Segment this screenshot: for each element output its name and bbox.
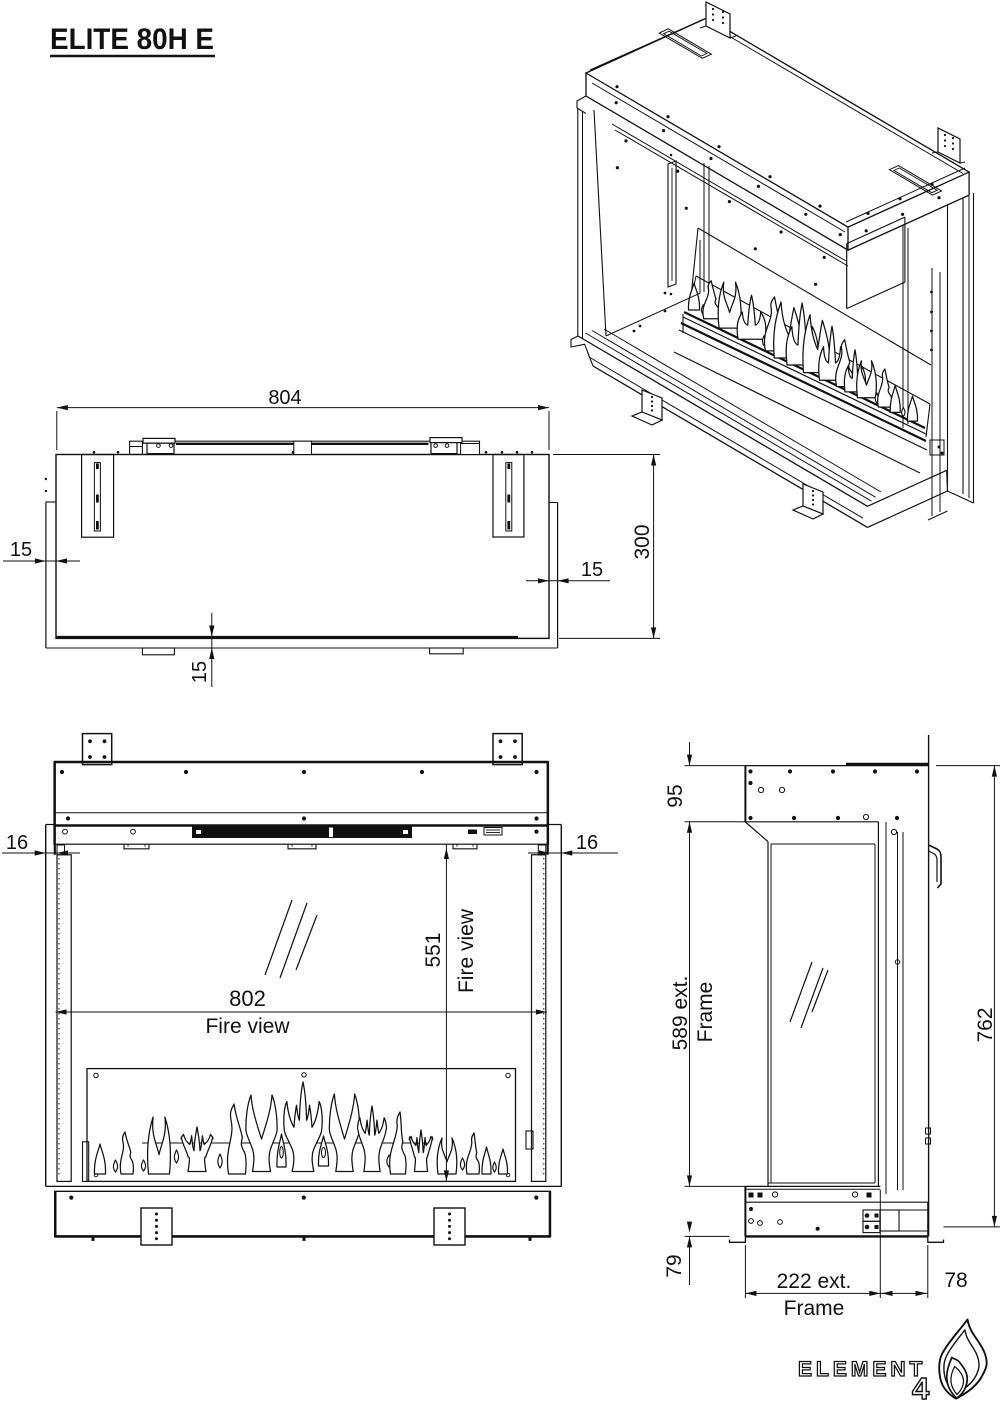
svg-text:589 ext.: 589 ext. [669,976,692,1051]
svg-text:551: 551 [422,932,445,967]
svg-text:15: 15 [189,661,211,683]
svg-text:15: 15 [581,559,603,581]
svg-text:300: 300 [631,524,654,559]
svg-text:16: 16 [6,832,28,854]
svg-text:78: 78 [944,1269,967,1292]
svg-text:ELEMENT: ELEMENT [798,1358,926,1381]
svg-text:Frame: Frame [784,1297,845,1320]
svg-text:Fire view: Fire view [205,1015,290,1038]
svg-text:Fire view: Fire view [455,908,478,993]
svg-text:Frame: Frame [694,982,717,1043]
svg-text:222 ext.: 222 ext. [777,1270,852,1293]
svg-text:762: 762 [974,1007,997,1042]
svg-text:802: 802 [229,986,266,1011]
svg-text:4: 4 [912,1371,930,1402]
svg-text:15: 15 [10,539,32,561]
svg-text:16: 16 [576,832,598,854]
svg-text:ELITE 80H E: ELITE 80H E [50,23,214,56]
svg-text:95: 95 [664,784,687,807]
svg-text:804: 804 [268,387,301,409]
svg-text:79: 79 [663,1254,686,1277]
